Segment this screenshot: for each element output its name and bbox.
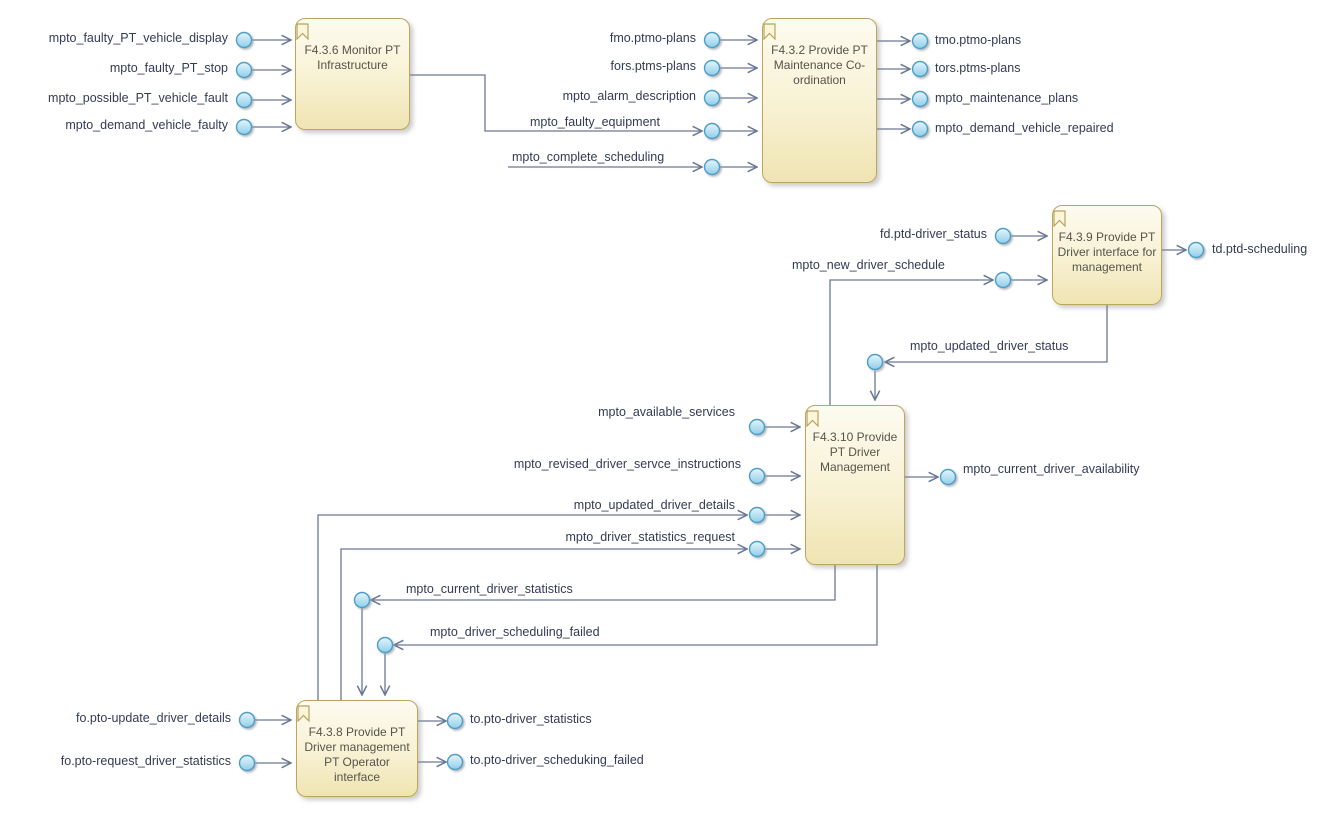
- flow-label: mpto_new_driver_schedule: [792, 258, 945, 272]
- flow-label: fors.ptms-plans: [610, 59, 696, 73]
- flow-label: mpto_maintenance_plans: [935, 91, 1079, 105]
- block-title: F4.3.6 Monitor PT Infrastructure: [304, 43, 401, 72]
- port[interactable]: [446, 753, 464, 771]
- connector-driver-scheduling-failed[interactable]: [394, 565, 878, 645]
- function-block-f432[interactable]: F4.3.2 Provide PT Maintenance Co-ordinat…: [762, 18, 877, 183]
- port[interactable]: [703, 59, 721, 77]
- flow-label: mpto_driver_scheduling_failed: [430, 625, 600, 639]
- port[interactable]: [939, 468, 957, 486]
- flow-label: mpto_alarm_description: [562, 89, 696, 103]
- port[interactable]: [866, 353, 884, 371]
- flow-label: fo.pto-update_driver_details: [76, 711, 231, 725]
- port[interactable]: [748, 467, 766, 485]
- flow-label: fo.pto-request_driver_statistics: [60, 754, 231, 768]
- port[interactable]: [703, 158, 721, 176]
- port[interactable]: [911, 120, 929, 138]
- port[interactable]: [703, 89, 721, 107]
- flow-label: tmo.ptmo-plans: [935, 33, 1022, 47]
- port[interactable]: [911, 32, 929, 50]
- flow-label: mpto_possible_PT_vehicle_fault: [48, 91, 228, 105]
- function-block-f436[interactable]: F4.3.6 Monitor PT Infrastructure: [295, 18, 410, 130]
- function-block-f438[interactable]: F4.3.8 Provide PT Driver management PT O…: [296, 700, 418, 797]
- flow-label: to.pto-driver_scheduking_failed: [470, 753, 644, 767]
- flow-label: fmo.ptmo-plans: [609, 31, 696, 45]
- connector-faulty-equipment[interactable]: [410, 74, 702, 131]
- port[interactable]: [235, 31, 253, 49]
- port[interactable]: [994, 227, 1012, 245]
- port[interactable]: [238, 711, 256, 729]
- connector-updated-driver-details[interactable]: [317, 515, 747, 700]
- flow-label: mpto_revised_driver_servce_instructions: [513, 457, 741, 471]
- bookmark-icon: [763, 23, 776, 40]
- connector-driver-statistics-request[interactable]: [340, 549, 747, 700]
- bookmark-icon: [1053, 210, 1066, 227]
- block-title: F4.3.9 Provide PT Driver interface for m…: [1057, 230, 1157, 274]
- port[interactable]: [994, 271, 1012, 289]
- flow-label: mpto_driver_statistics_request: [565, 530, 735, 544]
- port[interactable]: [703, 122, 721, 140]
- flow-label: to.pto-driver_statistics: [470, 712, 592, 726]
- flow-label: mpto_complete_scheduling: [512, 150, 665, 164]
- bookmark-icon: [296, 23, 309, 40]
- connector-current-driver-statistics[interactable]: [371, 565, 836, 600]
- port[interactable]: [238, 754, 256, 772]
- connector-updated-driver-status[interactable]: [885, 305, 1108, 362]
- port[interactable]: [703, 31, 721, 49]
- flow-label: mpto_faulty_equipment: [530, 115, 660, 129]
- port[interactable]: [376, 636, 394, 654]
- flow-label: mpto_faulty_PT_stop: [109, 61, 228, 75]
- bookmark-icon: [806, 410, 819, 427]
- function-block-f4310[interactable]: F4.3.10 Provide PT Driver Management: [805, 405, 905, 565]
- port[interactable]: [235, 91, 253, 109]
- port[interactable]: [911, 60, 929, 78]
- flow-label: mpto_current_driver_availability: [963, 462, 1140, 476]
- flow-label: mpto_available_services: [598, 405, 735, 419]
- bookmark-icon: [297, 705, 310, 722]
- port[interactable]: [446, 712, 464, 730]
- port[interactable]: [748, 506, 766, 524]
- flow-label: mpto_current_driver_statistics: [406, 582, 573, 596]
- flow-label: mpto_updated_driver_details: [573, 498, 735, 512]
- connector-new-driver-schedule[interactable]: [829, 280, 993, 405]
- port[interactable]: [235, 118, 253, 136]
- flow-label: mpto_faulty_PT_vehicle_display: [48, 31, 228, 45]
- port[interactable]: [748, 418, 766, 436]
- flow-label: fd.ptd-driver_status: [880, 227, 987, 241]
- flow-label: mpto_demand_vehicle_faulty: [65, 118, 228, 132]
- flow-label: mpto_demand_vehicle_repaired: [935, 121, 1114, 135]
- block-title: F4.3.2 Provide PT Maintenance Co-ordinat…: [771, 43, 868, 87]
- port[interactable]: [235, 61, 253, 79]
- port[interactable]: [353, 591, 371, 609]
- function-block-f439[interactable]: F4.3.9 Provide PT Driver interface for m…: [1052, 205, 1162, 305]
- port[interactable]: [748, 540, 766, 558]
- port[interactable]: [1187, 241, 1205, 259]
- block-title: F4.3.10 Provide PT Driver Management: [812, 430, 898, 474]
- port[interactable]: [911, 90, 929, 108]
- flow-label: mpto_updated_driver_status: [910, 339, 1069, 353]
- flow-label: tors.ptms-plans: [935, 61, 1021, 75]
- block-title: F4.3.8 Provide PT Driver management PT O…: [304, 725, 410, 784]
- flow-label: td.ptd-scheduling: [1212, 242, 1308, 256]
